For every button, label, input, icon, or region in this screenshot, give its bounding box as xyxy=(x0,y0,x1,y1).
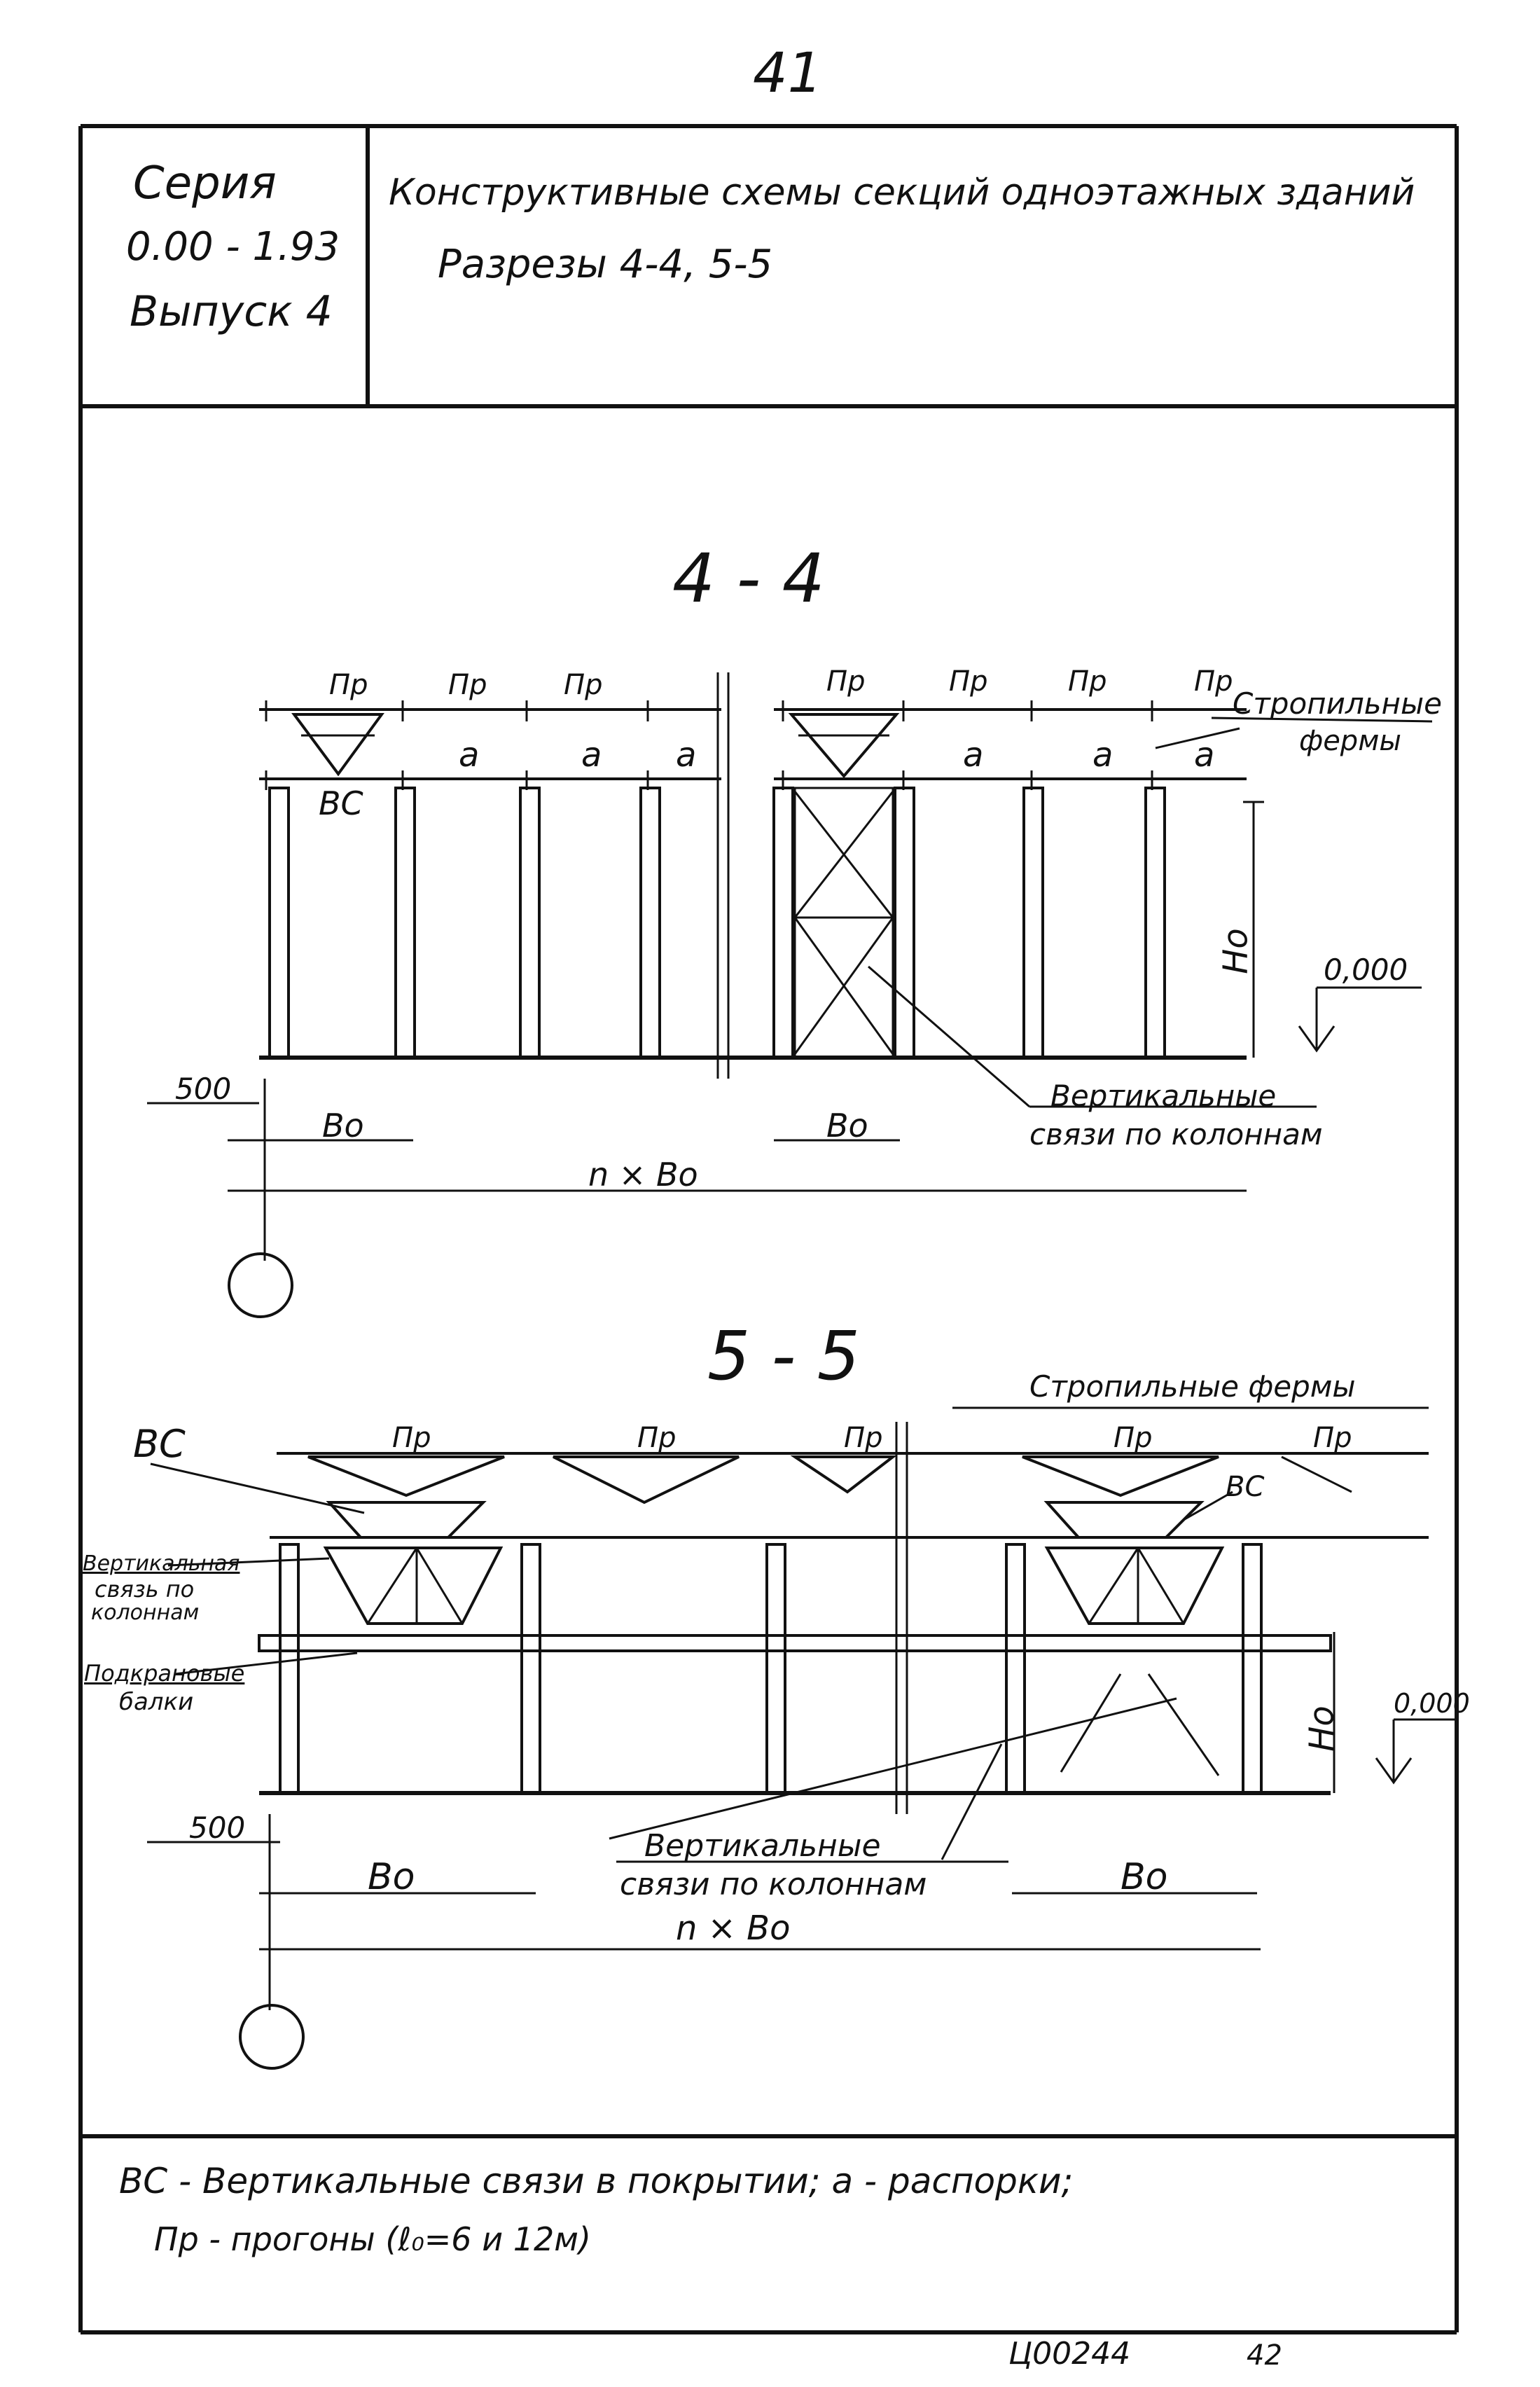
purlin-label: Пр xyxy=(1068,665,1107,698)
purlin-label: Пр xyxy=(329,669,368,701)
level-label: 0,000 xyxy=(1324,953,1408,987)
column-bracing-label-line1: Вертикальные xyxy=(1050,1079,1277,1113)
strut-label: a xyxy=(963,735,984,775)
height-label: Но xyxy=(1216,928,1256,974)
column-bracing-label-line1: Вертикальные xyxy=(644,1828,881,1864)
spacing-label: Во xyxy=(322,1107,364,1144)
offset-label: 500 xyxy=(189,1811,246,1845)
sheet-title: Конструктивные схемы секций одноэтажных … xyxy=(389,172,1415,214)
issue-label: Выпуск 4 xyxy=(130,287,333,336)
column-bracing-label-line2: связи по колоннам xyxy=(620,1867,927,1902)
sheet-number: 42 xyxy=(1247,2339,1282,2372)
total-length-label: n × Во xyxy=(676,1909,791,1948)
strut-label: a xyxy=(459,735,480,775)
document-code: Ц00244 xyxy=(1008,2336,1131,2372)
offset-label: 500 xyxy=(175,1072,232,1106)
trusses-label-line1: Стропильные xyxy=(1233,686,1442,721)
section-5-5-title: 5 - 5 xyxy=(707,1317,860,1395)
spacing-label: Во xyxy=(368,1856,415,1898)
bracing-code: ВС xyxy=(319,784,363,822)
section-5-5-drawing xyxy=(147,1406,1457,2070)
spacing-label: Во xyxy=(826,1107,868,1144)
series-label: Серия xyxy=(133,158,277,209)
sheet-subtitle: Разрезы 4-4, 5-5 xyxy=(438,242,773,287)
level-label: 0,000 xyxy=(1394,1688,1470,1719)
vertical-bracing-label-line2: связь по xyxy=(95,1576,195,1603)
purlin-label: Пр xyxy=(826,665,866,698)
crane-beams-label-line2: балки xyxy=(119,1688,194,1716)
purlin-label: Пр xyxy=(1194,665,1233,698)
spacing-label: Во xyxy=(1121,1856,1168,1898)
trusses-label: Стропильные фермы xyxy=(1029,1369,1356,1404)
purlin-label: Пр xyxy=(637,1422,677,1454)
legend-line-1: ВС - Вертикальные связи в покрытии; а - … xyxy=(119,2161,1074,2201)
legend-line-2: Пр - прогоны (ℓ₀=6 и 12м) xyxy=(154,2220,591,2258)
trusses-label-line2: фермы xyxy=(1299,725,1401,757)
purlin-label: Пр xyxy=(949,665,988,698)
strut-label: a xyxy=(1092,735,1114,775)
page-number: 41 xyxy=(753,42,823,105)
purlin-label: Пр xyxy=(1313,1422,1352,1454)
purlin-label: Пр xyxy=(448,669,487,701)
bracing-code: ВС xyxy=(1226,1471,1265,1503)
purlin-label: Пр xyxy=(392,1422,431,1454)
purlin-label: Пр xyxy=(564,669,603,701)
frame xyxy=(78,124,1459,2334)
strut-label: a xyxy=(676,735,697,775)
series-code: 0.00 - 1.93 xyxy=(126,224,340,270)
column-bracing-label-line2: связи по колоннам xyxy=(1029,1117,1323,1151)
section-4-4-drawing xyxy=(147,672,1433,1318)
purlin-label: Пр xyxy=(844,1422,883,1454)
vertical-bracing-label-line1: Вертикальная xyxy=(83,1551,240,1576)
vertical-bracing-label-line3: колоннам xyxy=(91,1600,200,1625)
height-label: Но xyxy=(1302,1706,1342,1752)
purlin-label: Пр xyxy=(1114,1422,1153,1454)
strut-label: a xyxy=(1194,735,1215,775)
strut-label: a xyxy=(581,735,602,775)
section-4-4-title: 4 - 4 xyxy=(672,539,825,618)
crane-beams-label-line1: Подкрановые xyxy=(84,1660,245,1687)
total-length-label: n × Во xyxy=(588,1156,698,1194)
bracing-code: ВС xyxy=(133,1422,186,1466)
